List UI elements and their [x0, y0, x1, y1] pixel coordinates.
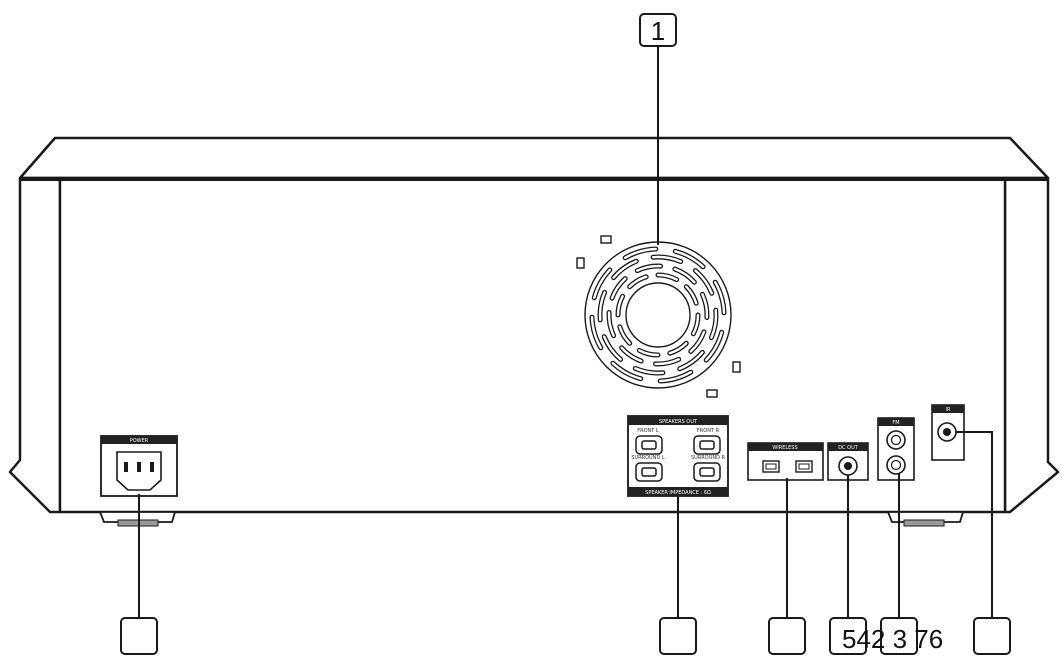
callout-box-fm [880, 617, 918, 655]
power-label: POWER [130, 438, 149, 444]
screw-hole [600, 235, 612, 244]
vent-slots [589, 246, 727, 384]
feet [98, 511, 965, 527]
vent-slot [603, 335, 622, 361]
speakers-out-front-l-label: FRONT L [637, 428, 659, 434]
vent-slot [616, 295, 624, 317]
wireless-port-2[interactable] [795, 460, 813, 473]
fm-terminal-1[interactable] [886, 430, 906, 450]
wireless-port-1[interactable] [762, 460, 780, 473]
speakers-out-surround-r-label: SURROUND R [691, 455, 726, 461]
vent-slot [678, 351, 704, 370]
wireless-label: WIRELESS [772, 445, 797, 451]
fm-label: FM [892, 420, 899, 426]
callout-number-top: 1 [651, 16, 665, 46]
vent-slot [710, 308, 718, 339]
speakers-out-panel[interactable]: SPEAKERS OUT FRONT L FRONT R SURROUND L … [627, 415, 729, 497]
vent-slot [628, 275, 648, 288]
vent-slot [714, 281, 726, 314]
vent-slot [668, 342, 688, 355]
ir-label: IR [946, 407, 951, 413]
vent-slot [624, 247, 657, 259]
vent-slot [610, 277, 627, 300]
leader-lines [138, 45, 993, 618]
speakers-out-title: SPEAKERS OUT [659, 419, 698, 425]
callout-box-dc-out [829, 617, 867, 655]
screw-hole [732, 361, 741, 373]
vent-slot [673, 267, 696, 284]
vent-slot [685, 285, 698, 305]
callout-box-ir [973, 617, 1011, 655]
fan-vent [576, 235, 741, 398]
leader-line-ir [956, 431, 993, 618]
vent-slot [674, 250, 705, 268]
screw-hole [576, 257, 585, 269]
vent-slot [659, 371, 692, 383]
vent-slot [593, 268, 611, 299]
fm-terminal-2[interactable] [886, 455, 906, 475]
speakers-out-footer: SPEAKER IMPEDANCE : 6Ω [645, 490, 711, 496]
callout-box-power [120, 617, 158, 655]
right-foot-pad [903, 519, 945, 527]
vent-slot [590, 316, 602, 349]
dc-out-panel[interactable]: DC OUT [827, 442, 869, 481]
right-side-bevel [1003, 176, 1060, 514]
callout-box-speakers [659, 617, 697, 655]
top-bevel [18, 136, 1050, 180]
screw-hole [706, 389, 718, 398]
dc-out-label: DC OUT [838, 445, 859, 451]
fm-antenna-panel[interactable]: FM [877, 417, 915, 481]
left-side-bevel [8, 176, 62, 514]
callout-number-sequence: 542 3 76 [842, 624, 943, 654]
vent-slot [701, 293, 709, 319]
vent-slot [656, 273, 678, 281]
vent-slot [692, 313, 700, 335]
vent-slot [634, 367, 665, 375]
speakers-out-surround-l-label: SURROUND L [631, 455, 665, 461]
vent-slot [612, 260, 638, 279]
vent-slot [620, 346, 643, 363]
vent-slot [694, 269, 713, 295]
vent-slot [607, 311, 615, 337]
vent-slot [651, 255, 682, 263]
vent-slot [689, 330, 706, 353]
vent-slot [705, 331, 723, 362]
vent-slot [654, 358, 680, 366]
vent-slot [636, 264, 662, 272]
vent-slot [611, 362, 642, 380]
callout-boxes [120, 13, 1011, 655]
wireless-panel[interactable]: WIRELESS [747, 442, 824, 481]
callout-box-wireless [768, 617, 806, 655]
callout-box-top [639, 13, 677, 47]
vent-slot [598, 291, 606, 322]
speakers-out-front-r-label: FRONT R [697, 428, 720, 434]
vent-slot [638, 349, 660, 357]
power-socket[interactable]: POWER [100, 435, 178, 497]
vent-slot [618, 325, 631, 345]
